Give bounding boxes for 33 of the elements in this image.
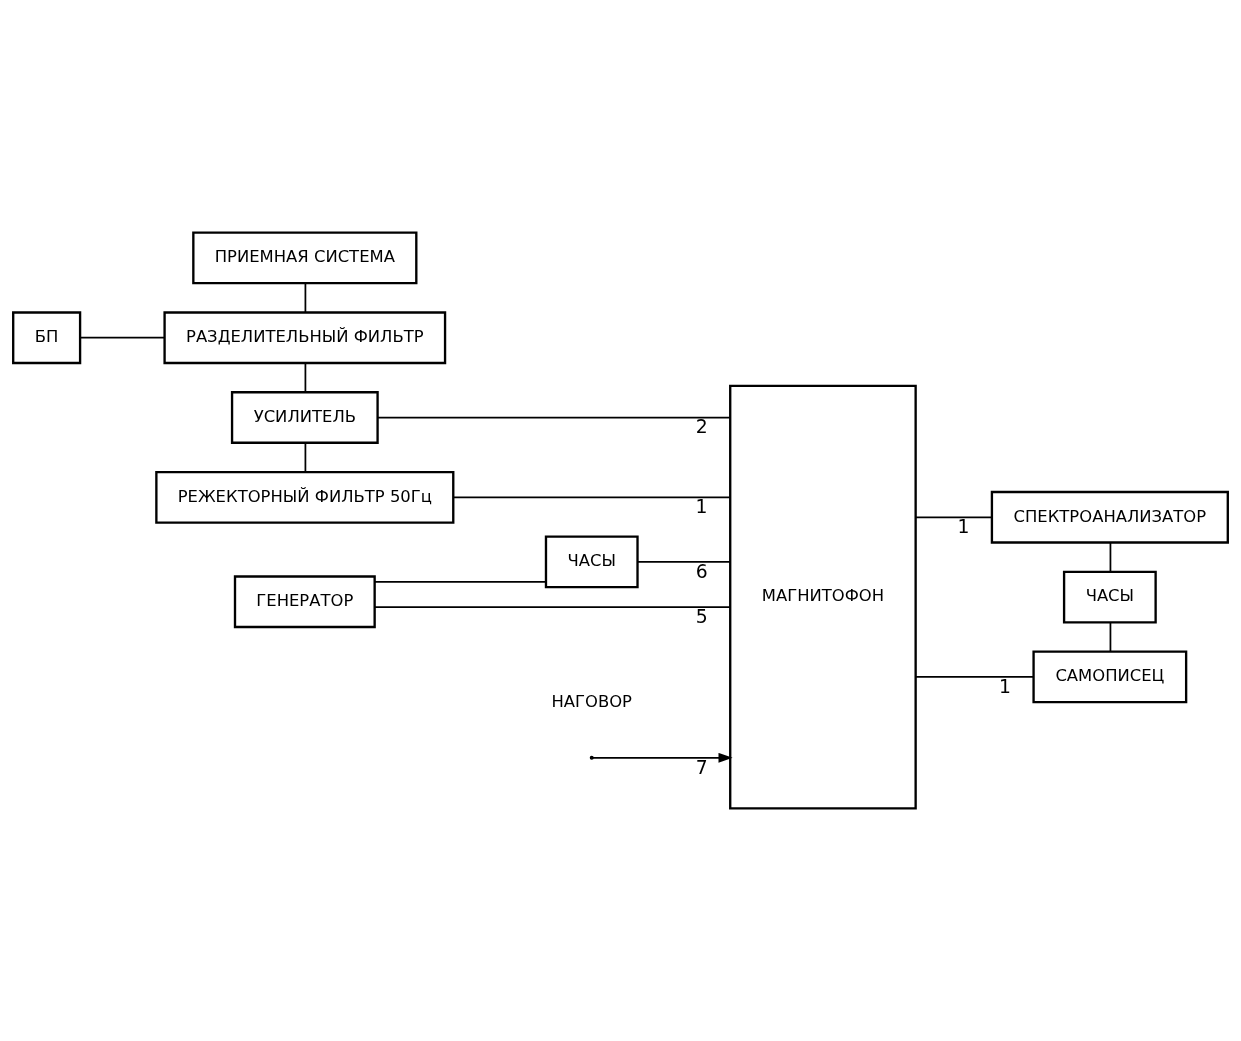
connector xyxy=(304,282,307,314)
node-box: УСИЛИТЕЛЬ xyxy=(230,391,379,444)
connector xyxy=(374,580,547,583)
edge-label: 7 xyxy=(695,756,708,778)
edge-label: 5 xyxy=(695,605,708,627)
connector xyxy=(914,516,993,519)
connector xyxy=(304,362,307,394)
edge-label: 1 xyxy=(957,516,970,538)
connector xyxy=(304,441,307,473)
node-box: САМОПИСЕЦ xyxy=(1032,650,1188,704)
connector xyxy=(452,496,731,499)
edge-label: 1 xyxy=(695,496,708,518)
connector xyxy=(1109,541,1112,573)
edge-label: 6 xyxy=(695,560,708,582)
connector xyxy=(637,561,731,563)
node-box: СПЕКТРОАНАЛИЗАТОР xyxy=(990,490,1229,544)
connector xyxy=(377,416,731,419)
arrow xyxy=(591,752,733,763)
label: НАГОВОР xyxy=(551,692,633,712)
connector xyxy=(1109,621,1112,653)
edge-label: 1 xyxy=(998,675,1011,697)
node-box: МАГНИТОФОН xyxy=(729,384,917,810)
connector xyxy=(79,336,165,339)
connector xyxy=(914,676,1035,678)
node-box: РЕЖЕКТОРНЫЙ ФИЛЬТР 50Гц xyxy=(155,470,455,524)
node-box: ПРИЕМНАЯ СИСТЕМА xyxy=(192,231,418,285)
node-box: БП xyxy=(12,311,82,365)
node-box: РАЗДЕЛИТЕЛЬНЫЙ ФИЛЬТР xyxy=(163,311,447,365)
node-box: ГЕНЕРАТОР xyxy=(233,575,376,629)
edge-label: 2 xyxy=(695,416,708,438)
connector xyxy=(373,606,732,608)
node-box: ЧАСЫ xyxy=(1062,570,1157,624)
node-box: ЧАСЫ xyxy=(544,535,639,589)
